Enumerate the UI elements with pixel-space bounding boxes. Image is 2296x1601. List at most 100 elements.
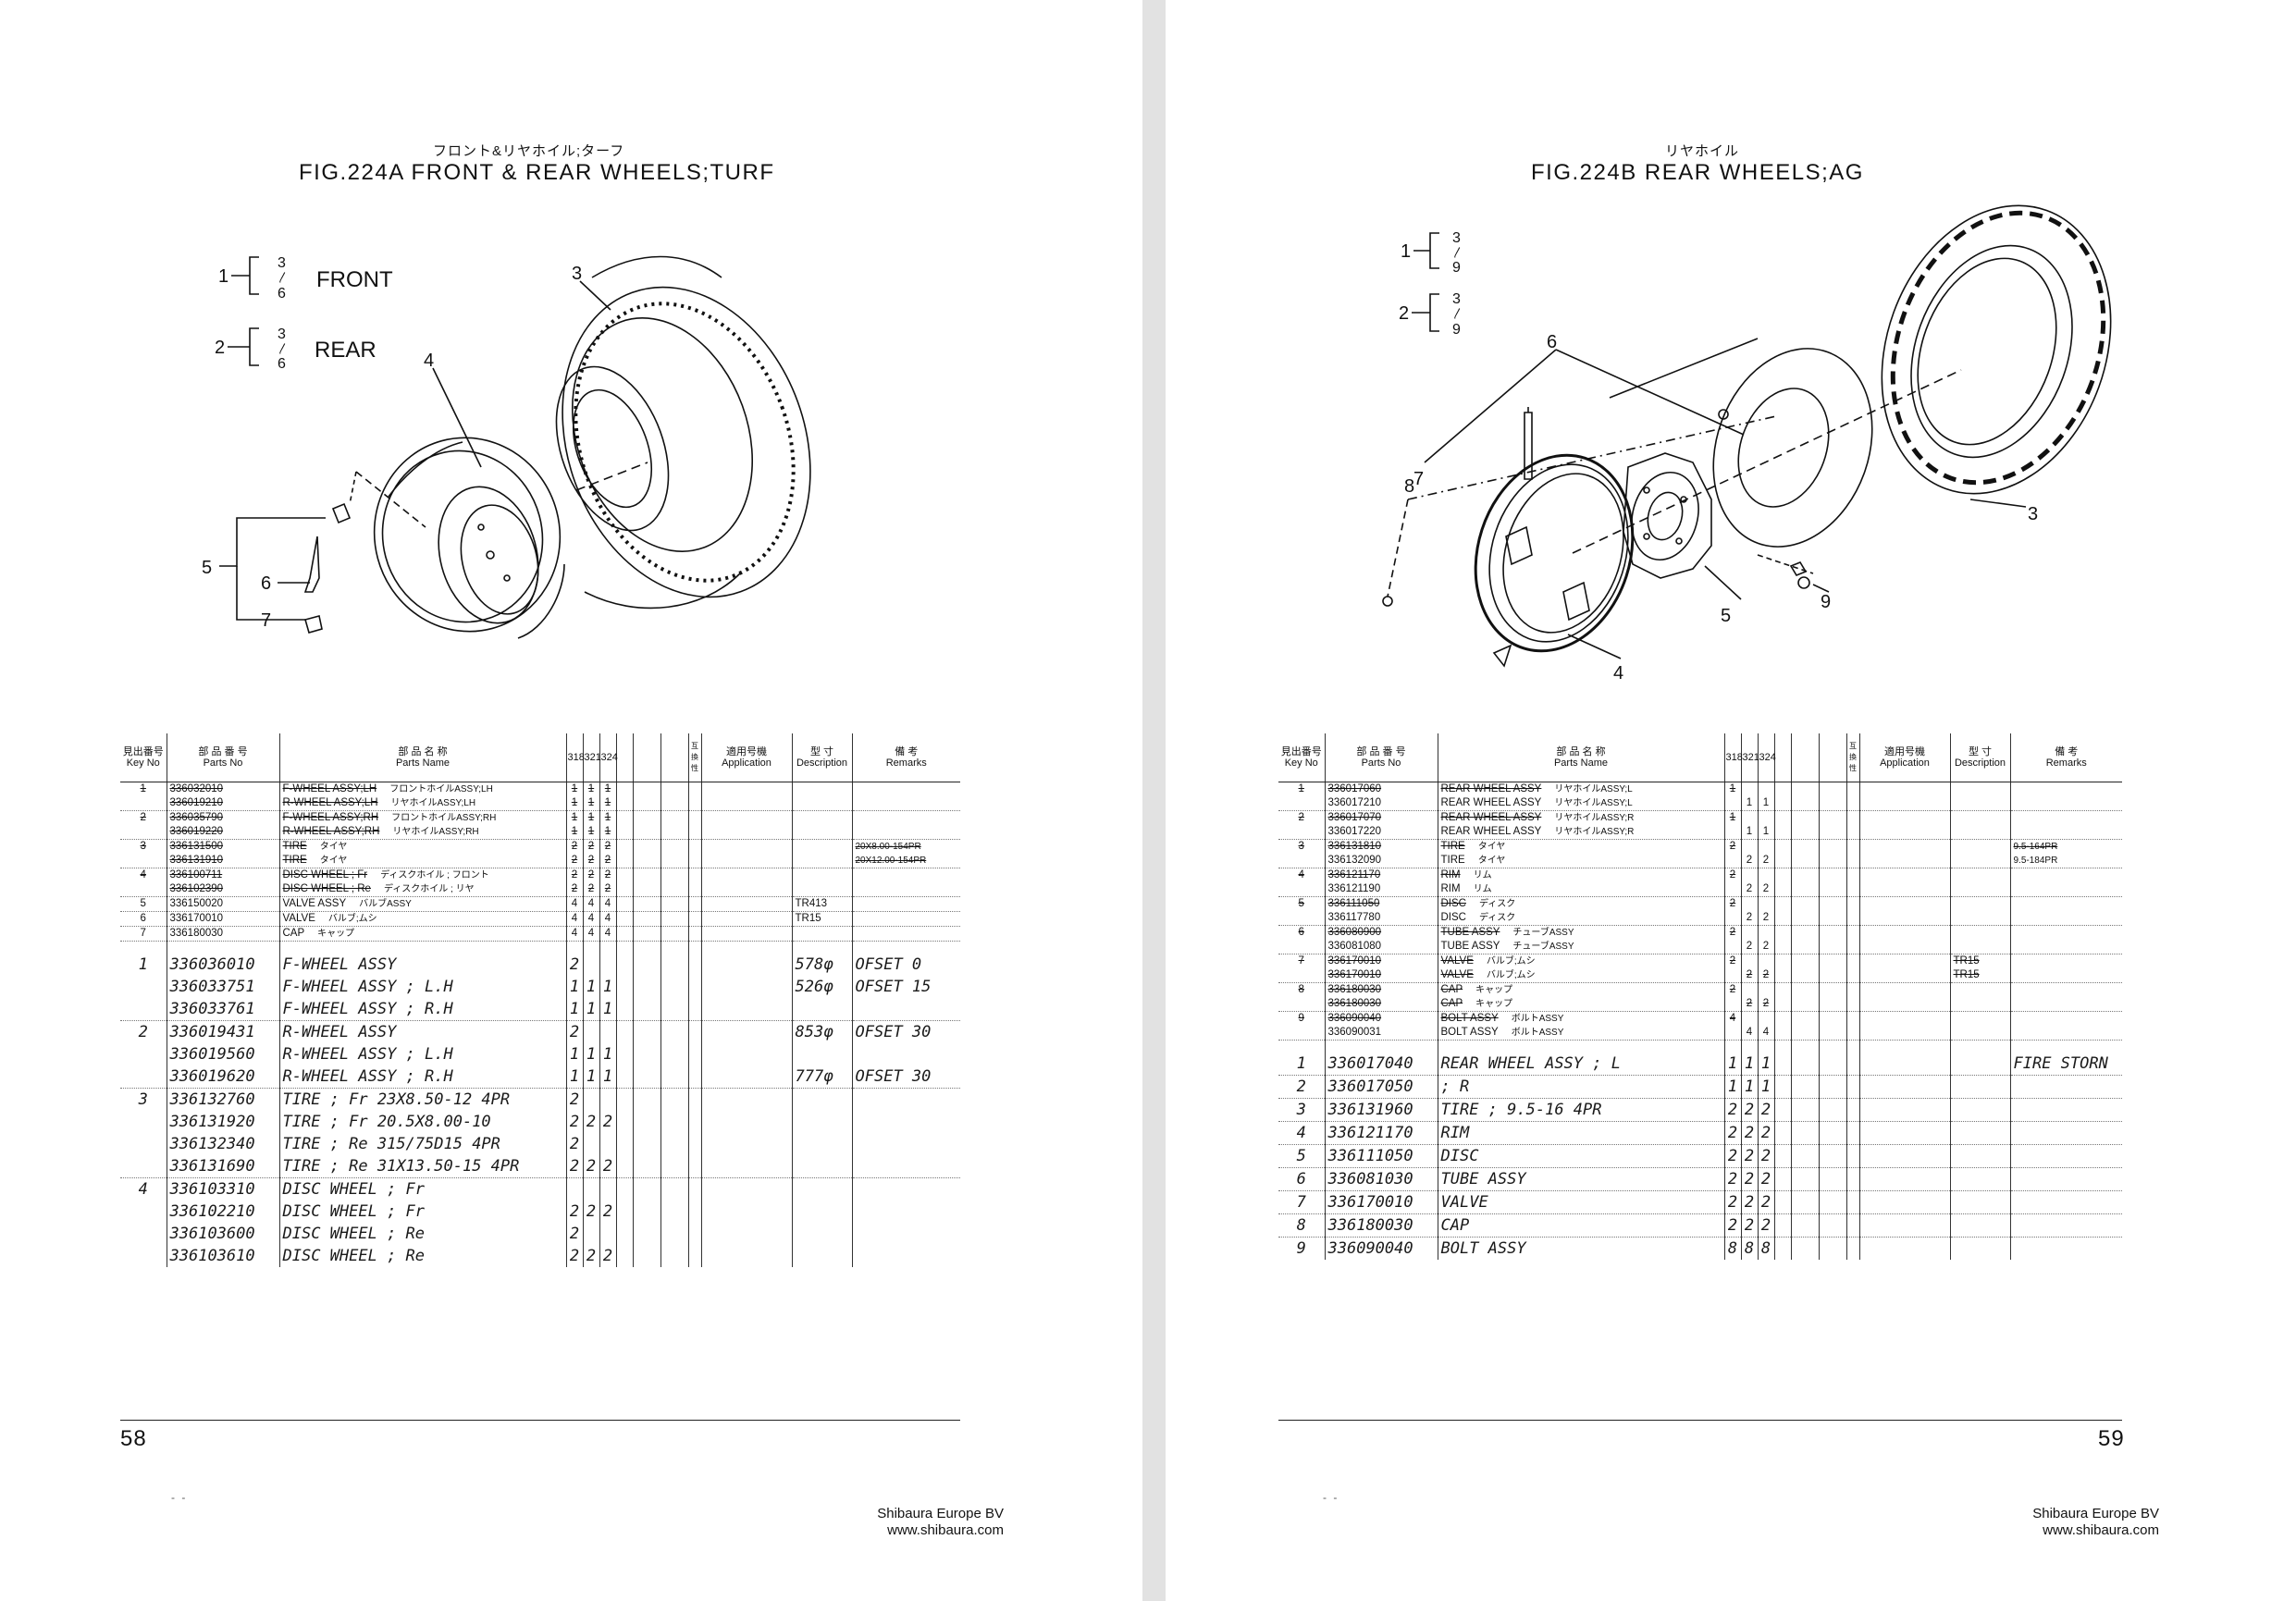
qty-324-cell	[1757, 809, 1774, 825]
qty-318-cell: 8	[1723, 1236, 1741, 1260]
blank-cell	[1773, 981, 1791, 997]
blank-cell	[615, 824, 633, 839]
qty-321-cell	[582, 1176, 599, 1201]
application-cell	[1858, 967, 1950, 982]
blank-cell	[632, 1200, 660, 1223]
remarks-cell	[851, 1176, 960, 1201]
part-number-cell: 336132090	[1324, 853, 1438, 868]
part-name-jp: フロントホイルASSY;LH	[389, 783, 493, 794]
blank-cell	[1790, 1143, 1819, 1167]
qty-324-cell: 1	[599, 1042, 616, 1065]
footer-company: Shibaura Europe BV	[877, 1506, 1004, 1521]
application-cell	[700, 1176, 792, 1201]
blank-cell	[1818, 939, 1846, 954]
key-cell: 1	[120, 940, 167, 976]
blank-cell	[1845, 910, 1859, 925]
key-cell: 3	[1278, 1097, 1325, 1121]
part-number-cell: 336150020	[166, 895, 279, 911]
blank-cell	[1845, 996, 1859, 1011]
key-cell	[120, 1245, 167, 1267]
blank-cell	[632, 809, 660, 825]
part-name-cell: TIRE ; Fr 23X8.50-12 4PR	[278, 1087, 566, 1111]
blank-cell	[615, 997, 633, 1020]
qty-318-cell	[1723, 967, 1741, 982]
qty-324-cell: 4	[599, 895, 616, 911]
qty-321-cell: 1	[582, 1065, 599, 1088]
key-cell: 4	[120, 867, 167, 882]
description-cell	[791, 1176, 852, 1201]
figure-title: FIG.224A FRONT & REAR WHEELS;TURF	[299, 160, 775, 185]
blank-cell	[1790, 781, 1819, 796]
blank-cell	[615, 1200, 633, 1223]
qty-318-cell	[1723, 853, 1741, 868]
blank-cell	[687, 1087, 701, 1111]
qty-324-cell: 1	[599, 795, 616, 810]
part-name-cell: VALVE	[1437, 1189, 1724, 1213]
col-interchange: 互換性	[1845, 733, 1859, 782]
blank-cell	[1845, 1074, 1859, 1098]
blank-cell	[1773, 1120, 1791, 1144]
part-number-cell: 336017210	[1324, 795, 1438, 810]
blank-cell	[632, 910, 660, 926]
table-bottom-rule	[1278, 1420, 2122, 1421]
callout-2: 2	[1399, 303, 1409, 324]
remarks-cell	[2009, 824, 2122, 839]
qty-324-cell: 2	[1757, 1097, 1774, 1121]
blank-cell	[687, 781, 701, 796]
qty-318-cell: 2	[565, 1110, 583, 1133]
application-cell	[700, 1222, 792, 1245]
part-name-en: R-WHEEL ASSY;LH	[282, 796, 378, 808]
qty-324-cell: 1	[1757, 1074, 1774, 1098]
description-cell	[1949, 1213, 2010, 1237]
part-name-jp: フロントホイルASSY;RH	[391, 812, 497, 823]
blank-cell	[615, 838, 633, 854]
qty-324-cell	[1757, 953, 1774, 968]
blank-cell	[687, 1200, 701, 1223]
remarks-cell	[2009, 1143, 2122, 1167]
blank-cell	[632, 925, 660, 941]
remarks-cell	[851, 1222, 960, 1245]
remarks-cell	[2009, 953, 2122, 968]
description-cell	[1949, 867, 2010, 882]
description-cell	[1949, 1010, 2010, 1026]
application-cell	[700, 895, 792, 911]
remarks-cell	[2009, 967, 2122, 982]
qty-318-cell: 2	[565, 1087, 583, 1111]
part-number-cell: 336080900	[1324, 924, 1438, 940]
blank-cell	[615, 1176, 633, 1201]
blank-cell	[1818, 1236, 1846, 1260]
blank-cell	[1790, 1025, 1819, 1040]
description-cell: TR15	[1949, 953, 2010, 968]
qty-318-cell: 2	[565, 853, 583, 868]
callout-6: 6	[261, 573, 271, 594]
qty-318-cell: 2	[1723, 1143, 1741, 1167]
description-cell: 777φ	[791, 1065, 852, 1088]
blank-cell	[1790, 996, 1819, 1011]
key-cell: 3	[1278, 838, 1325, 854]
description-cell	[1949, 838, 2010, 854]
key-cell: 3	[120, 1087, 167, 1111]
blank-cell	[1845, 1097, 1859, 1121]
qty-324-cell	[599, 1019, 616, 1043]
part-name-cell: CAP	[1437, 1213, 1724, 1237]
part-name-en: F-WHEEL ASSY;RH	[282, 811, 379, 823]
blank-cell	[660, 1200, 688, 1223]
blank-cell	[615, 1110, 633, 1133]
blank-cell	[687, 809, 701, 825]
part-number-cell: 336100711	[166, 867, 279, 882]
part-name-cell: RIM	[1437, 1120, 1724, 1144]
qty-318-cell: 1	[565, 795, 583, 810]
application-cell	[700, 1065, 792, 1088]
qty-324-cell: 2	[1757, 1213, 1774, 1237]
